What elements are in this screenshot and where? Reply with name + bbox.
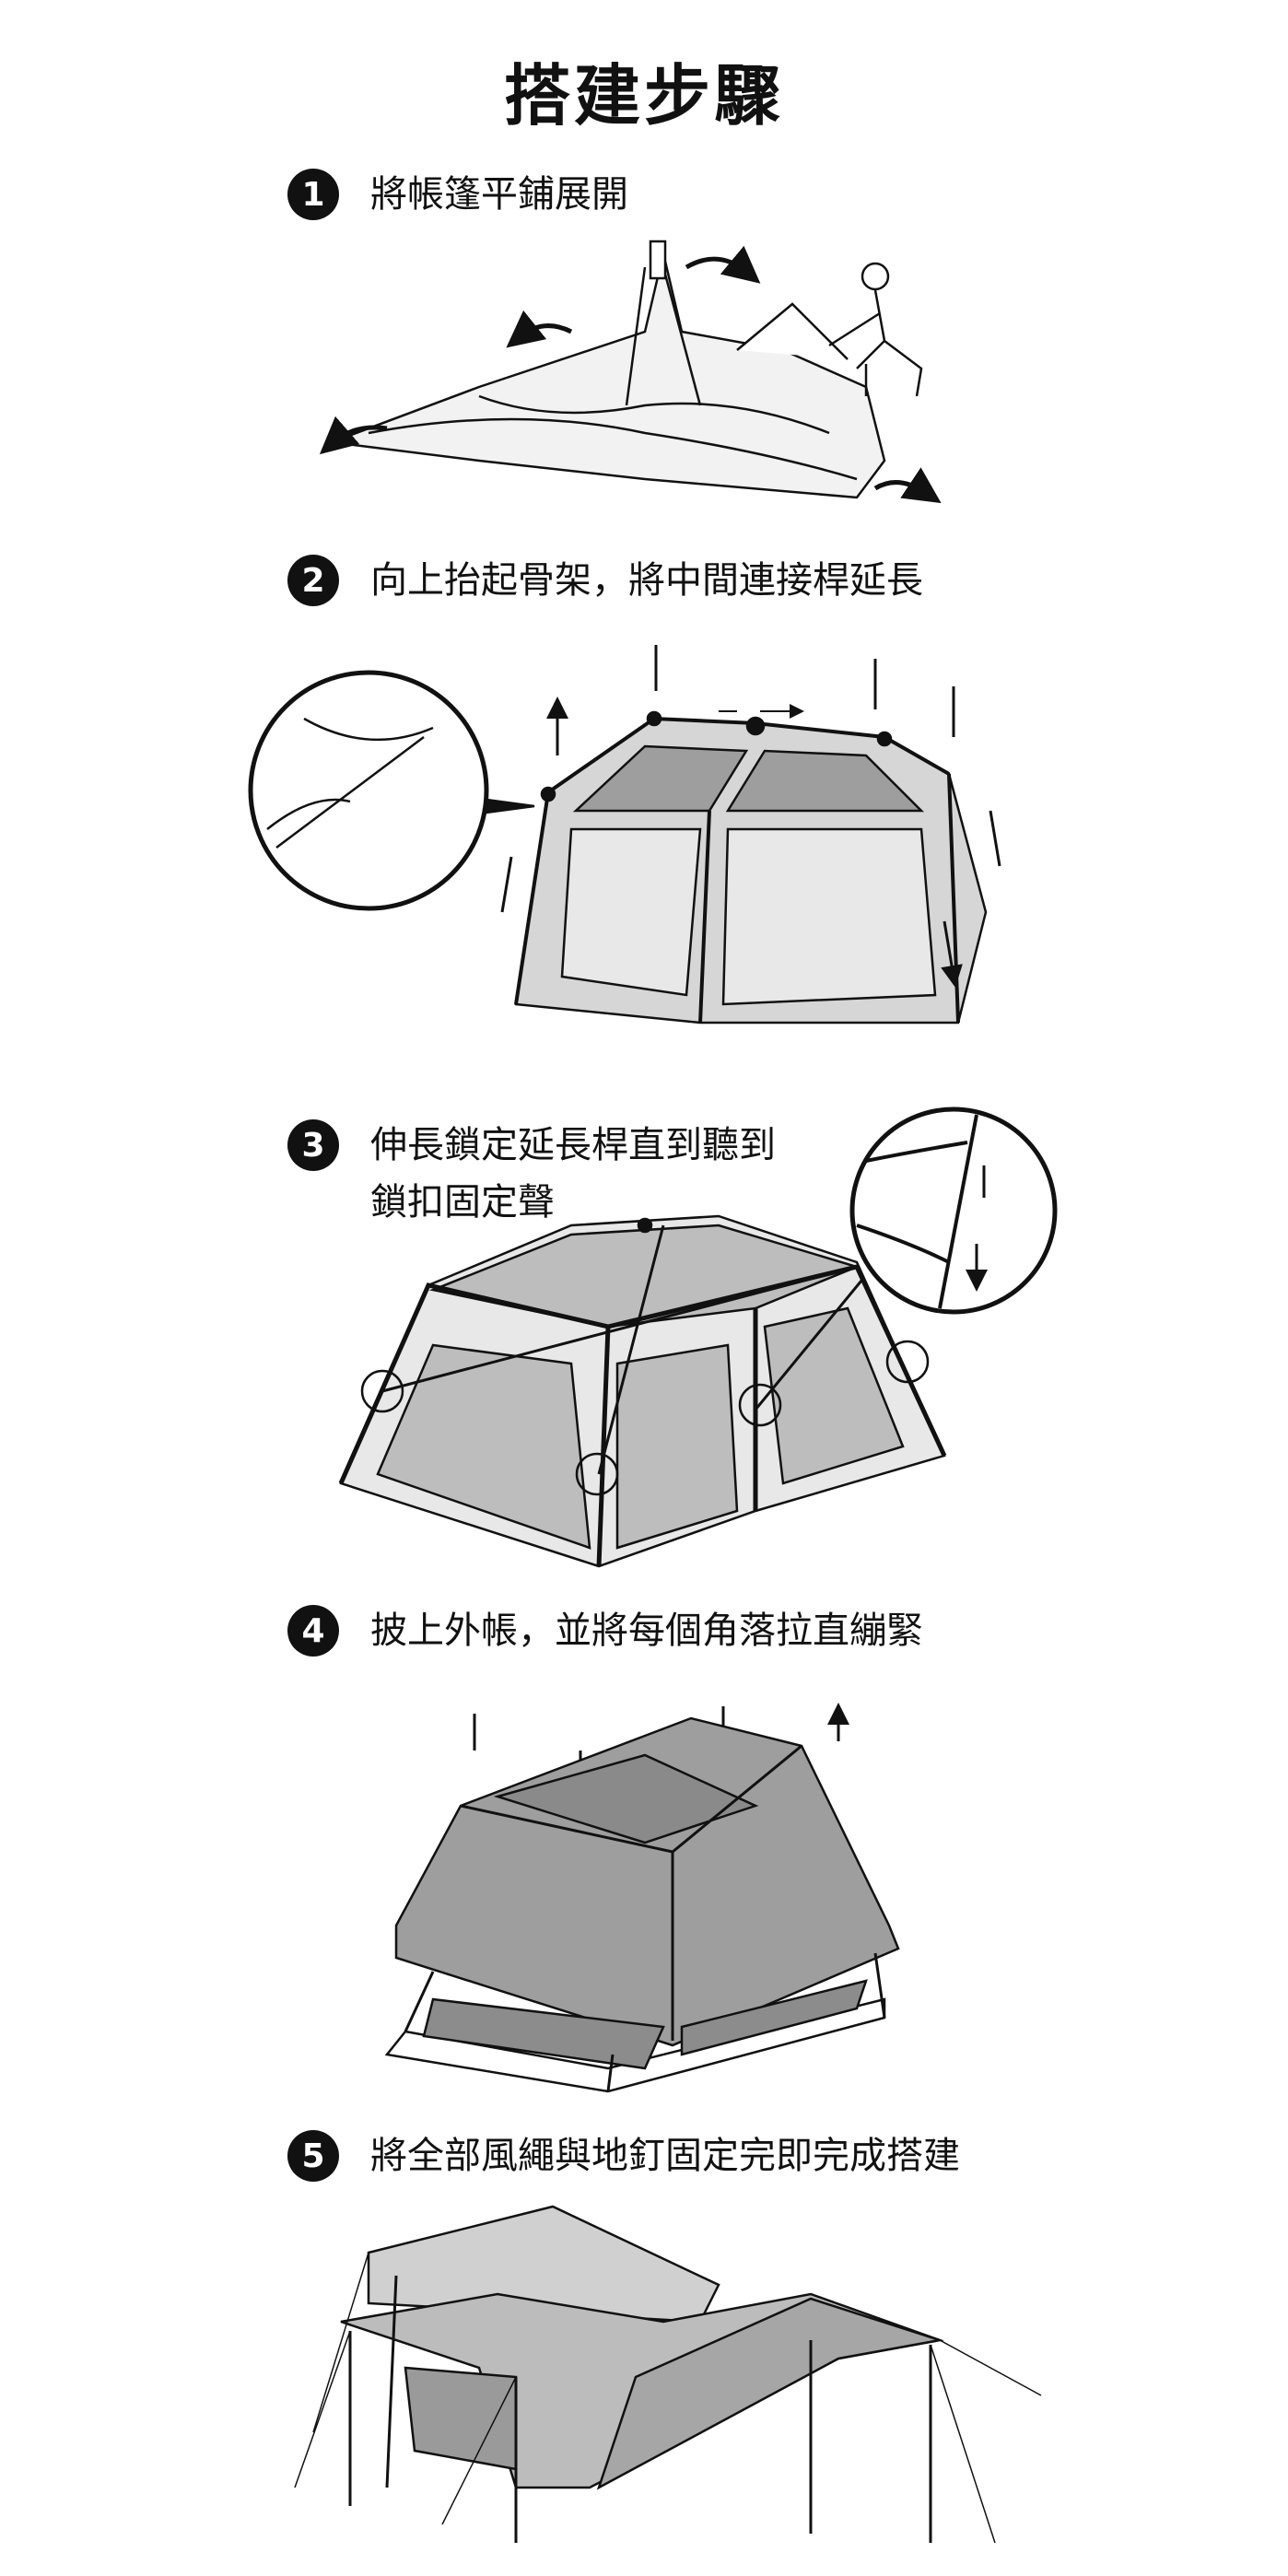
detail-inset-circle bbox=[248, 670, 489, 911]
step-number-badge: 3 bbox=[287, 1119, 339, 1171]
detail-inset-circle bbox=[849, 1107, 1058, 1315]
step-number-badge: 1 bbox=[287, 169, 339, 220]
step-1-heading: 1 將帳篷平鋪展開 bbox=[287, 169, 628, 223]
page-title: 搭建步驟 bbox=[503, 57, 784, 135]
step-text: 披上外帳，並將每個角落拉直繃緊 bbox=[370, 1610, 923, 1652]
step-3-heading: 3 伸長鎖定延長桿直到聽到鎖扣固定聲 bbox=[287, 1119, 776, 1231]
step-text: 向上抬起骨架，將中間連接桿延長 bbox=[370, 559, 923, 602]
step-2-heading: 2 向上抬起骨架，將中間連接桿延長 bbox=[287, 555, 923, 609]
illustration-outer-fly bbox=[384, 1706, 900, 2093]
step-number-badge: 5 bbox=[287, 2130, 339, 2182]
step-text: 將全部風繩與地釘固定完即完成搭建 bbox=[370, 2135, 960, 2177]
step-text: 伸長鎖定延長桿直到聽到 bbox=[370, 1124, 776, 1166]
step-text: 將帳篷平鋪展開 bbox=[370, 173, 628, 216]
step-text: 鎖扣固定聲 bbox=[370, 1181, 555, 1224]
illustration-finished-tent bbox=[294, 2205, 1042, 2544]
step-5-heading: 5 將全部風繩與地釘固定完即完成搭建 bbox=[287, 2130, 960, 2184]
step-number-badge: 2 bbox=[287, 555, 339, 606]
step-4-heading: 4 披上外帳，並將每個角落拉直繃緊 bbox=[287, 1605, 923, 1659]
illustration-lock-poles bbox=[338, 1107, 1058, 1568]
step-number-badge: 4 bbox=[287, 1605, 339, 1657]
illustration-lift-frame bbox=[248, 645, 1001, 1025]
illustration-spread-tent bbox=[319, 240, 942, 504]
